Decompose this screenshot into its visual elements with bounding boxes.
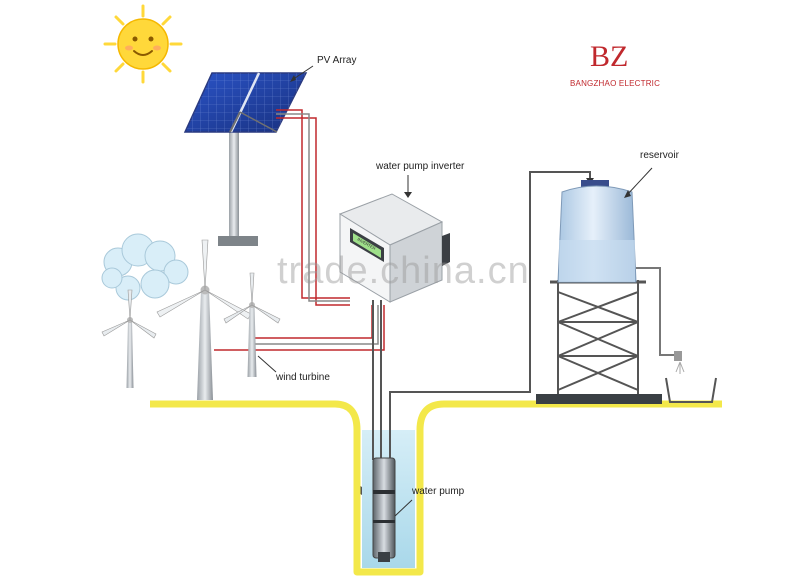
reservoir-arrowhead — [624, 190, 631, 198]
ground-surface — [150, 400, 722, 576]
reservoir-leader — [625, 167, 653, 197]
tower-base — [536, 394, 662, 404]
pv-array-arrowhead — [290, 75, 296, 82]
pump-pipes — [372, 171, 591, 460]
inverter-arrowhead — [404, 192, 412, 198]
sun-icon — [103, 4, 183, 84]
solar-panel-icon — [183, 72, 308, 246]
brand-name: BANGZHAO ELECTRIC — [570, 79, 661, 88]
water-pump-label: water pump — [412, 486, 465, 497]
pump-leader — [394, 499, 413, 517]
reservoir-label: reservoir — [640, 150, 679, 161]
cloud-icon — [101, 233, 189, 301]
wind-turbine-leader — [257, 355, 277, 373]
inverter-icon: INVERTER — [338, 193, 450, 496]
water-pump-inverter-label: water pump inverter — [376, 161, 465, 172]
brand-logo: BZ — [590, 40, 629, 73]
tower-icon — [550, 280, 646, 394]
wind-turbine-icon — [101, 239, 281, 400]
water-tank-icon — [557, 180, 637, 283]
faucet-icon — [636, 267, 685, 374]
pv-wiring — [276, 109, 350, 306]
watermark: trade.china.cn — [277, 250, 530, 292]
pv-array-leader — [291, 65, 314, 81]
pv-array-label: PV Array — [317, 55, 357, 66]
wind-turbine-label: wind turbine — [276, 372, 330, 383]
submersible-pump-icon — [372, 457, 396, 562]
trough-icon — [665, 377, 717, 403]
